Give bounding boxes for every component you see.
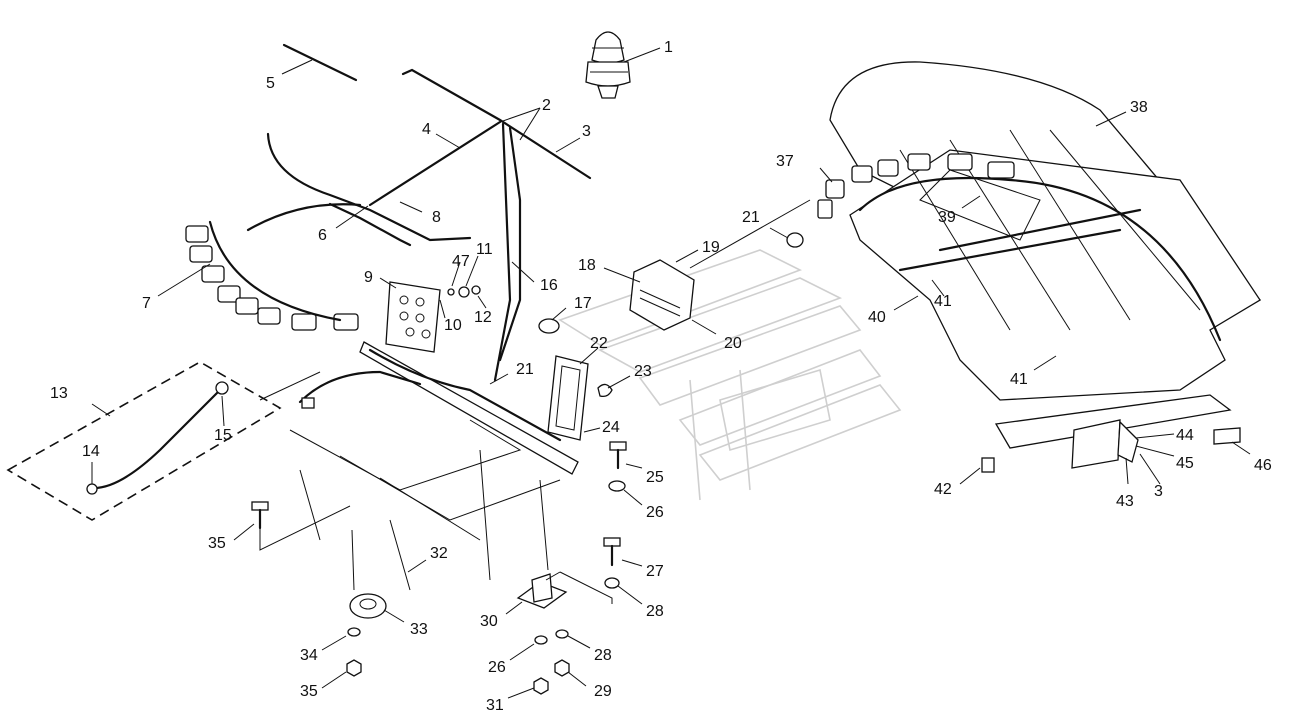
- callout-30: 30: [480, 613, 498, 630]
- washers-lower: [346, 627, 570, 695]
- grommet-21: [786, 232, 804, 248]
- callout-21-left: 21: [516, 361, 534, 378]
- callout-16: 16: [540, 277, 558, 294]
- clip-23: [597, 383, 613, 398]
- callout-7: 7: [142, 295, 151, 312]
- bolt-35-top: [251, 501, 269, 530]
- callout-21-right: 21: [742, 209, 760, 226]
- callout-labels: 1 2 3 4 5 6 7 8 9 10 11 12 13 14 15 16 1…: [50, 39, 1272, 714]
- callout-11: 11: [476, 241, 493, 258]
- horn-33: [349, 593, 387, 619]
- callout-13: 13: [50, 385, 68, 402]
- machine-frame: [289, 419, 561, 591]
- callout-33: 33: [410, 621, 428, 638]
- callout-25: 25: [646, 469, 664, 486]
- cab-rail: [298, 341, 579, 475]
- callout-35-bottom: 35: [300, 683, 318, 700]
- grommets: [447, 285, 481, 298]
- callout-19: 19: [702, 239, 720, 256]
- callout-3-bracket: 3: [1154, 483, 1163, 500]
- mount-30: [516, 573, 568, 609]
- wiring-harness-upper: [246, 68, 592, 382]
- callout-17: 17: [574, 295, 592, 312]
- callout-27: 27: [646, 563, 664, 580]
- rear-bracket: [981, 394, 1241, 473]
- beacon-lamp: [585, 31, 631, 99]
- callout-23: 23: [634, 363, 652, 380]
- callout-1: 1: [664, 39, 673, 56]
- callout-9: 9: [364, 269, 373, 286]
- callout-34: 34: [300, 647, 318, 664]
- bracket-frame: [547, 355, 589, 441]
- callout-29: 29: [594, 683, 612, 700]
- rod-5: [282, 43, 358, 82]
- callout-3: 3: [582, 123, 591, 140]
- washer-26-top: [608, 480, 626, 492]
- callout-28-right: 28: [646, 603, 664, 620]
- control-panel: [385, 281, 441, 353]
- light-bar: [185, 220, 359, 331]
- work-lights-row: [817, 153, 1015, 219]
- callout-40: 40: [868, 309, 886, 326]
- leader-lines: [91, 47, 1251, 699]
- callout-26-lower: 26: [488, 659, 506, 676]
- control-module: [629, 259, 695, 331]
- callout-24: 24: [602, 419, 620, 436]
- callout-47: 47: [452, 253, 470, 270]
- callout-2: 2: [542, 97, 551, 114]
- callout-32: 32: [430, 545, 448, 562]
- callout-42: 42: [934, 481, 952, 498]
- callout-22: 22: [590, 335, 608, 352]
- callout-18: 18: [578, 257, 596, 274]
- callout-31: 31: [486, 697, 504, 714]
- callout-41-lower: 41: [1010, 371, 1028, 388]
- callout-12: 12: [474, 309, 492, 326]
- callout-4: 4: [422, 121, 431, 138]
- washer-28-top: [604, 577, 620, 589]
- callout-14: 14: [82, 443, 100, 460]
- callout-20: 20: [724, 335, 742, 352]
- callout-28-lower: 28: [594, 647, 612, 664]
- callout-38: 38: [1130, 99, 1148, 116]
- callout-37: 37: [776, 153, 794, 170]
- callout-10: 10: [444, 317, 462, 334]
- callout-41-upper: 41: [934, 293, 952, 310]
- callout-45: 45: [1176, 455, 1194, 472]
- cab-roof: [829, 61, 1261, 401]
- watermark-logo: [558, 249, 902, 501]
- callout-5: 5: [266, 75, 275, 92]
- bolt-25: [609, 441, 627, 470]
- detail-box-13: [6, 361, 282, 521]
- bolt-27: [603, 537, 621, 567]
- callout-26-right: 26: [646, 504, 664, 521]
- callout-15: 15: [214, 427, 232, 444]
- grommet-17: [538, 318, 560, 334]
- callout-6: 6: [318, 227, 327, 244]
- callout-8: 8: [432, 209, 441, 226]
- callout-46: 46: [1254, 457, 1272, 474]
- callout-43: 43: [1116, 493, 1134, 510]
- callout-39: 39: [938, 209, 956, 226]
- callout-44: 44: [1176, 427, 1194, 444]
- callout-35-top: 35: [208, 535, 226, 552]
